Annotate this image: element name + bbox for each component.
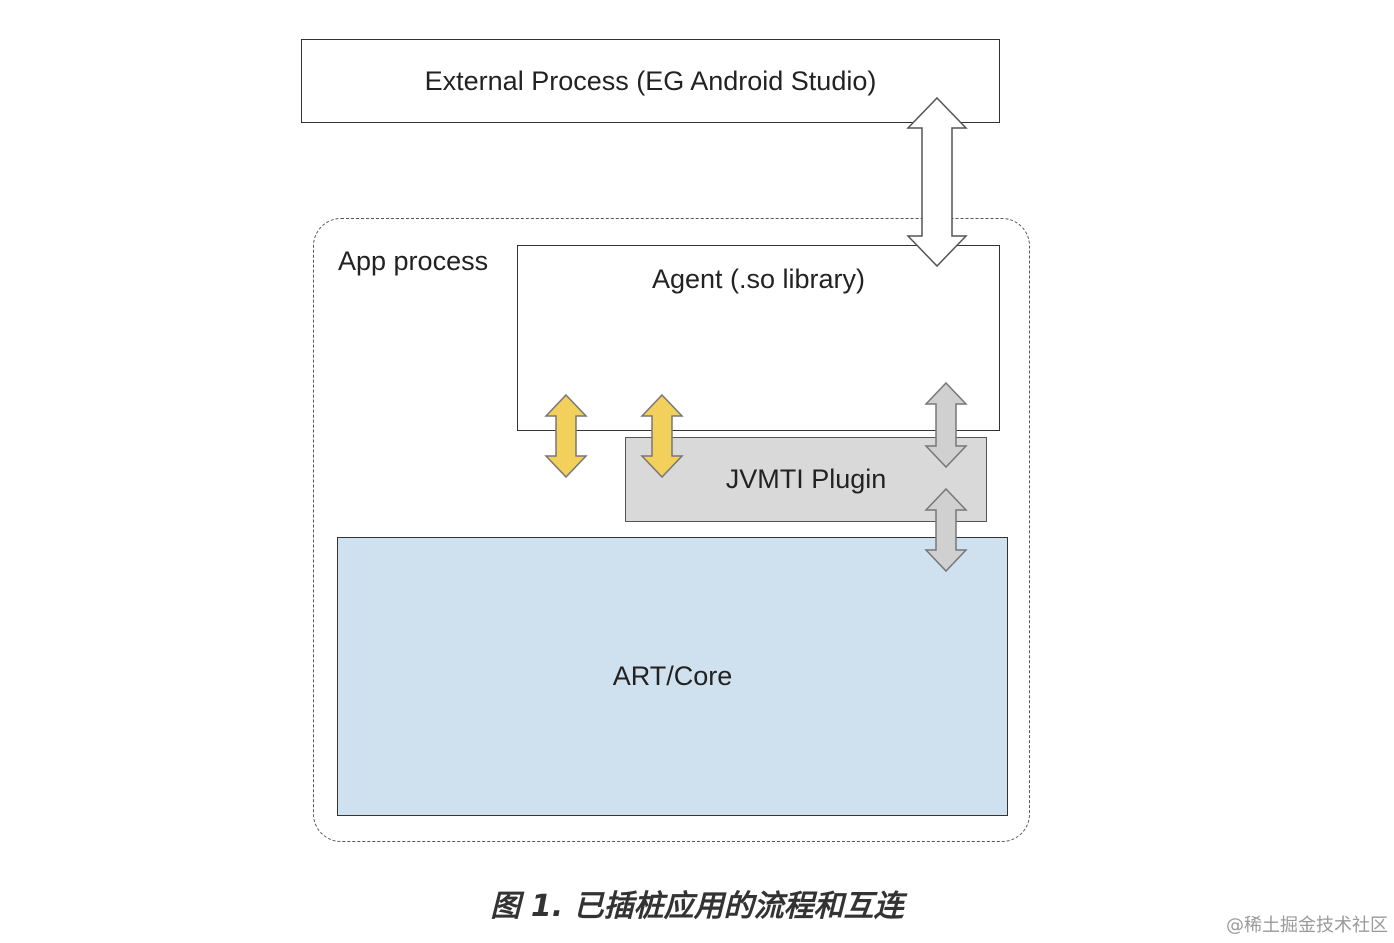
jvmti-plugin-box: JVMTI Plugin — [625, 437, 987, 522]
agent-box: Agent (.so library) — [517, 245, 1000, 431]
external-agent-arrow — [906, 96, 968, 268]
art-core-label: ART/Core — [612, 661, 733, 691]
jvmti-plugin-label: JVMTI Plugin — [725, 464, 887, 494]
app-process-container — [313, 218, 1030, 842]
external-process-label: External Process (EG Android Studio) — [424, 65, 877, 96]
app-process-label: App process — [338, 246, 489, 276]
art-core-box: ART/Core — [337, 537, 1008, 816]
agent-label: Agent (.so library) — [651, 264, 866, 294]
watermark: @稀土掘金技术社区 — [1226, 915, 1388, 936]
jvmti-art-gray-arrow — [924, 487, 968, 573]
agent-art-yellow-arrow — [544, 393, 588, 479]
agent-jvmti-gray-arrow — [924, 381, 968, 469]
figure-caption: 图 1. 已插桩应用的流程和互连 — [490, 889, 904, 924]
agent-jvmti-yellow-arrow — [640, 393, 684, 479]
external-process-box: External Process (EG Android Studio) — [301, 39, 1000, 123]
